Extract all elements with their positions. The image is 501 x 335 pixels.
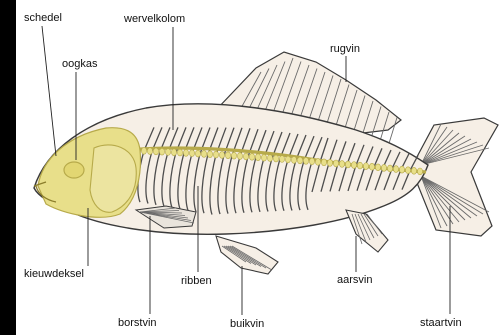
vertebra bbox=[393, 166, 398, 173]
vertebra bbox=[333, 160, 338, 167]
label-aarsvin: aarsvin bbox=[337, 274, 372, 287]
vertebra bbox=[327, 159, 332, 166]
vertebra bbox=[279, 156, 284, 163]
vertebra bbox=[321, 159, 326, 166]
label-schedel: schedel bbox=[24, 12, 62, 25]
vertebra bbox=[207, 151, 212, 158]
fish-illustration bbox=[16, 0, 501, 335]
vertebra bbox=[357, 162, 362, 169]
vertebra bbox=[261, 154, 266, 161]
label-ribben: ribben bbox=[181, 275, 212, 288]
vertebra bbox=[351, 162, 356, 169]
vertebra bbox=[153, 148, 158, 155]
vertebra bbox=[339, 161, 344, 168]
vertebra bbox=[219, 152, 224, 159]
vertebra bbox=[375, 164, 380, 171]
vertebra bbox=[201, 150, 206, 157]
fish-skeleton-diagram: schedel wervelkolom oogkas rugvin kieuwd… bbox=[16, 0, 501, 335]
vertebra bbox=[303, 157, 308, 164]
vertebra bbox=[315, 158, 320, 165]
vertebra bbox=[309, 158, 314, 165]
label-buikvin: buikvin bbox=[230, 318, 264, 331]
vertebra bbox=[363, 163, 368, 170]
vertebra bbox=[255, 154, 260, 161]
vertebra bbox=[195, 150, 200, 157]
leader-schedel bbox=[42, 26, 56, 156]
vertebra bbox=[177, 149, 182, 156]
eye-socket bbox=[64, 162, 84, 178]
label-wervelkolom: wervelkolom bbox=[124, 13, 185, 26]
vertebra bbox=[141, 147, 146, 154]
vertebra bbox=[411, 167, 416, 174]
anal-fin bbox=[346, 210, 388, 252]
vertebra bbox=[171, 149, 176, 156]
vertebra bbox=[417, 168, 422, 175]
vertebra bbox=[213, 151, 218, 158]
vertebra bbox=[165, 149, 170, 156]
vertebra bbox=[249, 153, 254, 160]
vertebra bbox=[183, 150, 188, 157]
label-oogkas: oogkas bbox=[62, 58, 97, 71]
vertebra bbox=[243, 153, 248, 160]
label-rugvin: rugvin bbox=[330, 43, 360, 56]
vertebra bbox=[381, 164, 386, 171]
vertebra bbox=[369, 163, 374, 170]
vertebra bbox=[159, 148, 164, 155]
label-staartvin: staartvin bbox=[420, 317, 462, 330]
vertebra bbox=[387, 165, 392, 172]
vertebra bbox=[345, 161, 350, 168]
vertebra bbox=[225, 152, 230, 159]
label-borstvin: borstvin bbox=[118, 317, 157, 330]
vertebra bbox=[399, 166, 404, 173]
vertebra bbox=[291, 156, 296, 163]
label-kieuwdeksel: kieuwdeksel bbox=[24, 268, 84, 281]
vertebra bbox=[267, 155, 272, 162]
vertebra bbox=[405, 167, 410, 174]
vertebra bbox=[237, 153, 242, 160]
vertebra bbox=[285, 156, 290, 163]
vertebra bbox=[231, 152, 236, 159]
vertebra bbox=[147, 148, 152, 155]
vertebra bbox=[273, 155, 278, 162]
tail-fin bbox=[411, 118, 498, 236]
vertebra bbox=[189, 150, 194, 157]
vertebra bbox=[297, 157, 302, 164]
